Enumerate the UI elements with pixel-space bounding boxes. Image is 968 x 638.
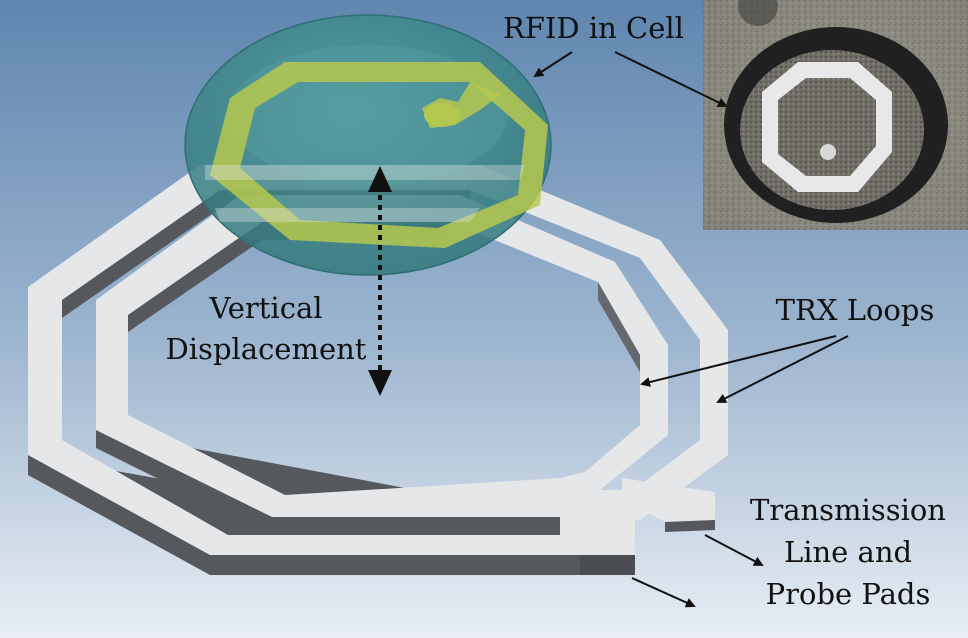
label-probe-pads: Probe Pads bbox=[766, 577, 931, 611]
rfid-cell-photo bbox=[703, 0, 968, 230]
arrow-trx-inner bbox=[640, 335, 837, 387]
arrow-rfid-to-cell bbox=[533, 51, 573, 78]
vertical-displacement-arrow bbox=[368, 166, 392, 396]
label-trx-loops: TRX Loops bbox=[776, 293, 935, 327]
arrow-trx-outer bbox=[716, 335, 849, 403]
arrow-rfid-to-photo bbox=[614, 51, 728, 107]
label-line-and: Line and bbox=[784, 535, 912, 569]
label-transmission: Transmission bbox=[750, 493, 946, 527]
annotation-arrows bbox=[533, 51, 849, 608]
arrow-transmission-lower bbox=[631, 577, 696, 608]
label-rfid-in-cell: RFID in Cell bbox=[503, 11, 684, 45]
arrow-transmission-upper bbox=[704, 534, 764, 566]
label-displacement: Displacement bbox=[166, 332, 367, 366]
label-vertical: Vertical bbox=[208, 291, 322, 325]
cell-with-rfid bbox=[184, 14, 552, 276]
